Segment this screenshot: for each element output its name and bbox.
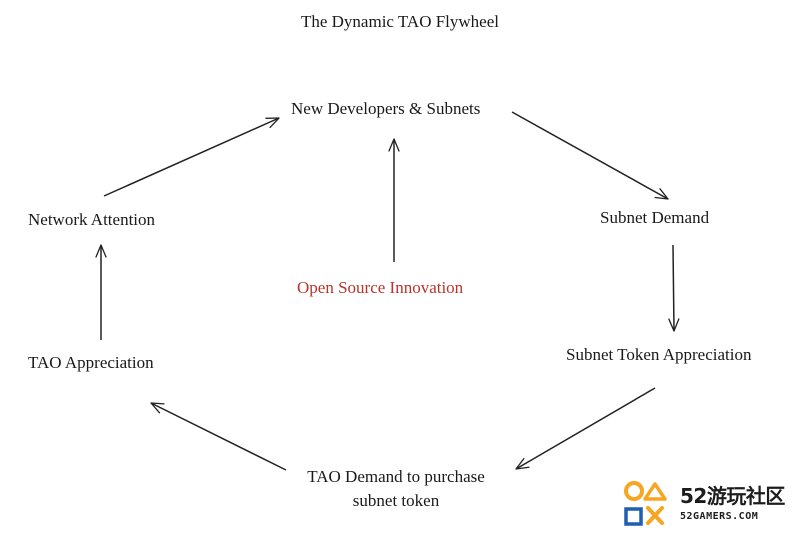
circle-icon: [624, 481, 644, 501]
node-tao-demand-line1: TAO Demand to purchase: [307, 467, 485, 486]
node-tao-appreciation: TAO Appreciation: [28, 353, 154, 372]
watermark-logo: 52游玩社区 52GAMERS.COM: [622, 478, 794, 530]
node-subnet-token-appreciation: Subnet Token Appreciation: [566, 345, 752, 364]
arrow-subnet-demand-to-token-appreciation: [668, 244, 680, 332]
arrow-network-attention-to-developers: [103, 117, 280, 197]
node-new-developers: New Developers & Subnets: [291, 99, 481, 118]
square-icon: [624, 507, 643, 526]
node-tao-demand-line2: subnet token: [352, 491, 440, 510]
node-subnet-demand: Subnet Demand: [600, 208, 710, 227]
watermark-site: 52GAMERS.COM: [680, 511, 759, 522]
node-open-source-innovation: Open Source Innovation: [297, 278, 464, 297]
cross-icon: [646, 506, 664, 525]
triangle-icon: [643, 482, 667, 501]
diagram-title: The Dynamic TAO Flywheel: [300, 12, 500, 31]
arrow-tao-demand-to-tao-appreciation: [150, 402, 287, 471]
arrow-token-appreciation-to-tao-demand: [515, 387, 656, 470]
watermark-icons: [624, 481, 667, 526]
node-network-attention: Network Attention: [28, 210, 156, 229]
arrow-developers-to-subnet-demand: [511, 111, 669, 200]
watermark-brand: 52游玩社区: [680, 484, 785, 508]
